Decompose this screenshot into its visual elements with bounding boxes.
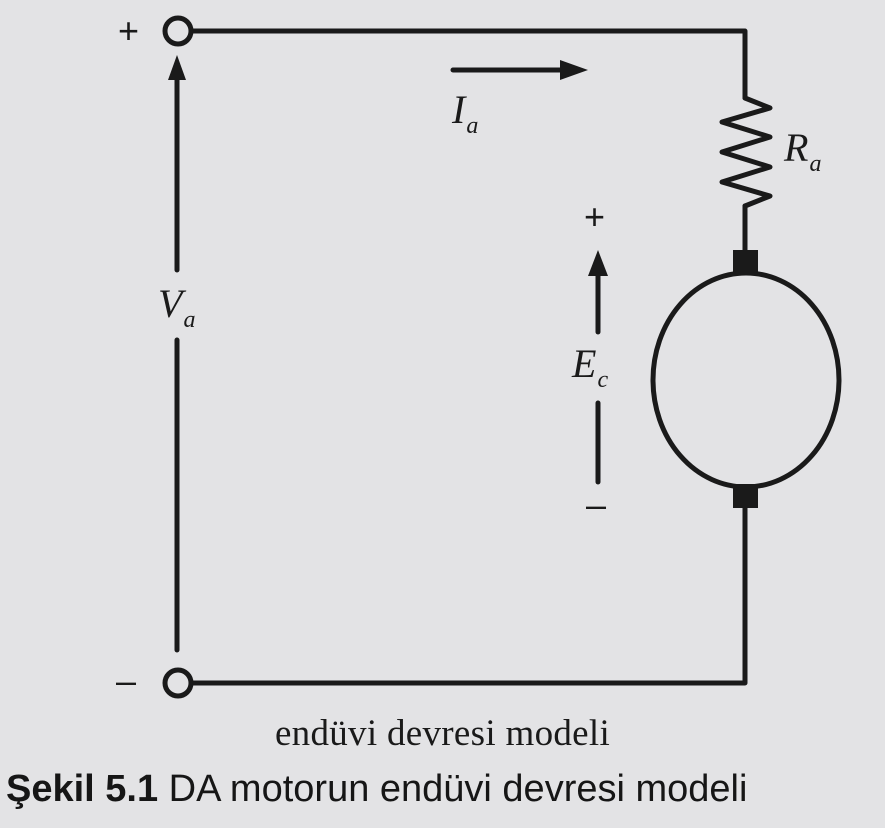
ia-arrowhead [560,60,588,80]
armature-resistor [719,95,773,209]
top-wire [190,28,748,101]
figure-caption: Şekil 5.1 DA motorun endüvi devresi mode… [6,768,747,811]
va-arrowhead [168,55,186,80]
emf-minus-sign: – [586,484,607,525]
armature-voltage-label: Va [158,280,195,333]
positive-terminal-sign: + [118,10,140,51]
bottom-wire [190,505,748,686]
positive-terminal [162,15,194,47]
figure-number: Şekil 5.1 [6,768,159,810]
resistance-subscript: a [809,151,822,177]
emf-plus-sign: + [584,196,606,237]
top-brush [733,250,758,274]
emf-symbol: E [572,341,597,386]
emf-subscript: c [597,367,609,393]
motor-armature [650,270,842,490]
armature-current-label: Ia [452,86,478,139]
current-symbol: I [452,87,466,132]
voltage-symbol: V [158,281,183,326]
voltage-subscript: a [183,307,196,333]
bottom-brush [733,484,758,508]
back-emf-label: Ec [572,340,608,393]
current-subscript: a [466,113,479,139]
negative-terminal-sign: – [116,660,137,701]
armature-resistance-label: Ra [784,124,821,177]
ec-arrowhead [588,250,608,276]
negative-terminal [162,667,194,699]
model-caption: endüvi devresi modeli [274,713,611,754]
figure-title: DA motorun endüvi devresi modeli [158,768,748,810]
resistance-symbol: R [784,125,809,170]
